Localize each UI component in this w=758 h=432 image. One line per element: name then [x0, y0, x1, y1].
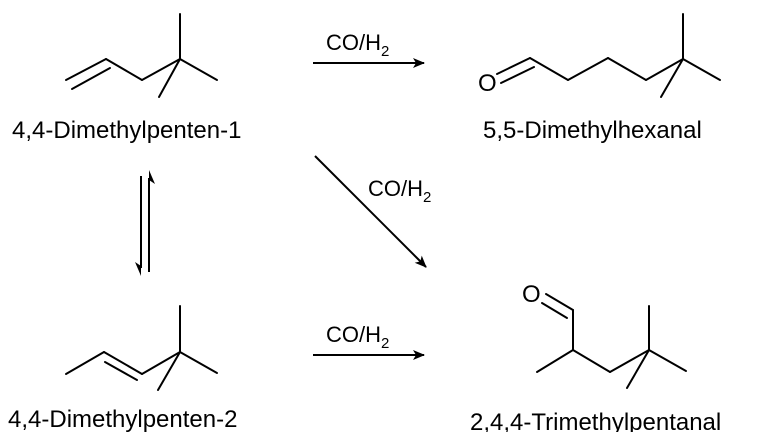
reagent-subscript-diagonal: 2 — [423, 189, 431, 206]
structure-dimethylhexanal — [496, 13, 721, 98]
compound-name-dimethylpentene1: 4,4-Dimethylpenten-1 — [12, 117, 241, 144]
compound-name-dimethylhexanal: 5,5-Dimethylhexanal — [483, 117, 702, 144]
reagent-main-diagonal: CO/H — [368, 176, 423, 201]
structure-dimethylpentene1 — [65, 13, 218, 98]
reagent-main-bottom: CO/H — [326, 322, 381, 347]
reagent-main-top: CO/H — [326, 30, 381, 55]
reaction-arrow-diagonal — [314, 155, 427, 268]
reagent-subscript-bottom: 2 — [381, 335, 389, 352]
compound-name-dimethylpentene2: 4,4-Dimethylpenten-2 — [8, 406, 237, 432]
structure-trimethylpentanal — [536, 293, 687, 389]
equilibrium-arrows — [135, 170, 155, 276]
reagent-subscript-top: 2 — [381, 43, 389, 60]
reagent-label-bottom: CO/H2 — [326, 322, 389, 352]
oxygen-atom-hexanal: O — [478, 70, 497, 97]
compound-name-trimethylpentanal: 2,4,4-Trimethylpentanal — [470, 409, 721, 432]
structure-dimethylpentene2 — [65, 305, 218, 391]
reagent-label-top: CO/H2 — [326, 30, 389, 60]
reagent-label-diagonal: CO/H2 — [368, 176, 431, 206]
oxygen-atom-pentanal: O — [522, 281, 541, 308]
